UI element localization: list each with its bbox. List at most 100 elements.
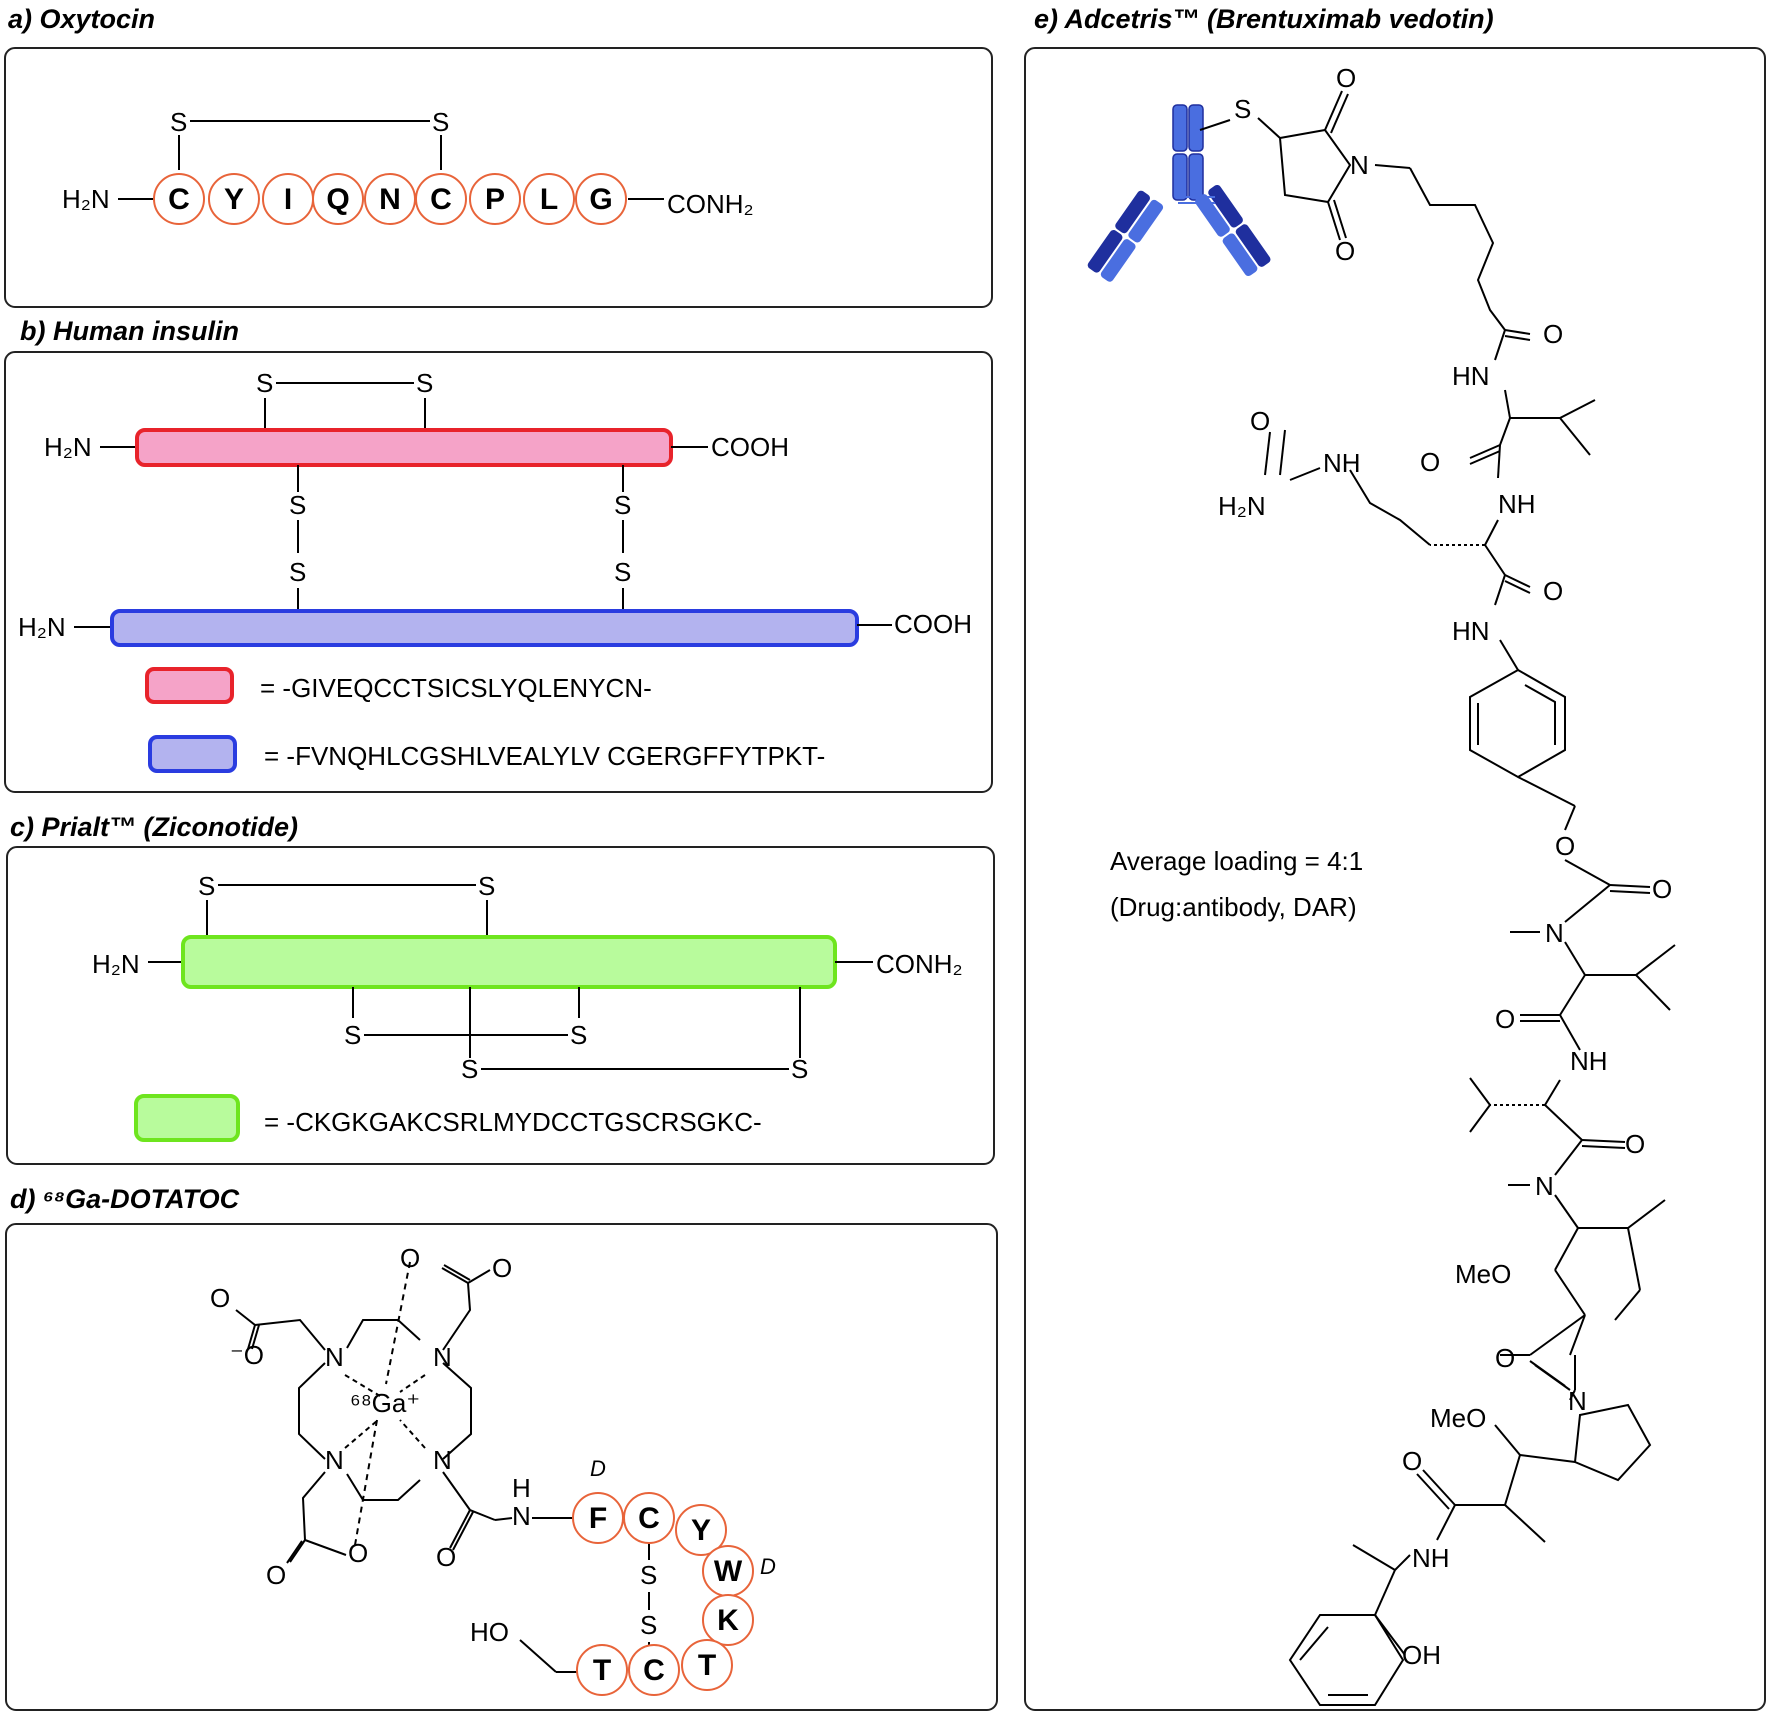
residue: L <box>540 183 558 216</box>
ziconotide-chain-bar <box>181 935 837 989</box>
sulfur-label: S <box>416 368 433 398</box>
residue: F <box>589 1502 607 1535</box>
panel-box-adcetris <box>1024 47 1766 1711</box>
c-terminus: CONH₂ <box>667 189 754 219</box>
oxygen-label: O <box>1336 63 1356 93</box>
residue: T <box>593 1654 611 1687</box>
ziconotide-sequence: = -CKGKGAKCSRLMYDCCTGSCRSGKC- <box>264 1107 762 1137</box>
antibody-icon <box>1087 104 1271 282</box>
residue: I <box>284 183 292 216</box>
anilide-nh-label: HN <box>1452 616 1490 646</box>
insulin-chain-a-bar <box>135 428 673 467</box>
sulfur-label: S <box>256 368 273 398</box>
oxygen-label: O <box>348 1538 368 1568</box>
amide-nh-label: HN <box>1452 361 1490 391</box>
residue: K <box>717 1604 739 1637</box>
sulfur-label: S <box>170 107 187 137</box>
panel-adcetris: e) Adcetris™ (Brentuximab vedotin) <box>1024 4 1766 1711</box>
sulfur-label: S <box>791 1054 808 1084</box>
sulfur-label: S <box>461 1054 478 1084</box>
residue: C <box>643 1654 665 1687</box>
urea-nh-label: NH <box>1323 448 1361 478</box>
ziconotide-legend-swatch <box>134 1094 240 1142</box>
sulfur-label: S <box>344 1020 361 1050</box>
chain-a-sequence: = -GIVEQCCTSICSLYQLENYCN- <box>260 673 652 703</box>
residue: W <box>714 1555 743 1588</box>
panel-box-prialt <box>6 846 995 1165</box>
sulfur-label: S <box>614 557 631 587</box>
residue: Y <box>224 183 244 216</box>
amide-nh-label: NH <box>1498 489 1536 519</box>
methoxy-label: MeO <box>1430 1403 1486 1433</box>
insulin-chain-b-bar <box>110 609 859 647</box>
n-terminus: H₂N <box>62 184 110 214</box>
hydroxyl-label: HO <box>470 1617 509 1647</box>
gallium-label: ⁶⁸Ga⁺ <box>350 1388 420 1418</box>
oxygen-label: O <box>266 1560 286 1590</box>
sulfur-label: S <box>570 1020 587 1050</box>
oxygen-label: O <box>1543 319 1563 349</box>
residue: Q <box>326 183 349 216</box>
residue: T <box>698 1649 716 1682</box>
c-terminus: CONH₂ <box>876 949 963 979</box>
residue: N <box>379 183 401 216</box>
panel-title-dotatoc: d) ⁶⁸Ga-DOTATOC <box>10 1184 240 1214</box>
residue: G <box>589 183 612 216</box>
sulfur-label: S <box>198 871 215 901</box>
octreotide-chain: S S D D F C Y W K T C T <box>519 1456 776 1696</box>
panel-box-insulin <box>4 351 993 793</box>
methoxy-label: MeO <box>1455 1259 1511 1289</box>
sulfur-label: S <box>640 1610 657 1640</box>
oxygen-label: O <box>1495 1004 1515 1034</box>
nitrogen-label: N <box>433 1342 452 1372</box>
d-configuration-label: D <box>760 1554 776 1579</box>
panel-box-oxytocin <box>4 47 993 308</box>
d-configuration-label: D <box>590 1456 606 1481</box>
oxygen-label: O <box>1555 831 1575 861</box>
residue: C <box>430 183 452 216</box>
hydrogen-label: H <box>512 1473 531 1503</box>
chain-a-c-terminus: COOH <box>711 432 789 462</box>
residue-chain: C Y I Q N C P L G <box>153 173 627 225</box>
oxygen-label: O <box>1420 447 1440 477</box>
panel-human-insulin: b) Human insulin S S H₂N COOH S S S S H₂… <box>4 316 993 793</box>
oxygen-label: O <box>210 1283 230 1313</box>
panel-prialt: c) Prialt™ (Ziconotide) S S H₂N CONH₂ S … <box>6 812 995 1165</box>
chain-b-legend-swatch <box>148 735 237 773</box>
sulfur-label: S <box>478 871 495 901</box>
amide-nh-label: NH <box>1570 1046 1608 1076</box>
oxygen-label: O <box>1543 576 1563 606</box>
dota-macrocycle: N N N N ⁶⁸Ga⁺ O O O ⁻O O O O N H HO <box>210 1243 575 1647</box>
nitrogen-label: N <box>325 1342 344 1372</box>
residue: P <box>485 183 505 216</box>
residue: C <box>168 183 190 216</box>
residue: C <box>638 1502 660 1535</box>
sulfur-label: S <box>1234 94 1251 124</box>
oxygen-label: O <box>492 1253 512 1283</box>
sulfur-label: S <box>289 490 306 520</box>
oxygen-label: O <box>436 1542 456 1572</box>
oxygen-label: O <box>1625 1129 1645 1159</box>
nitrogen-label: N <box>1545 918 1564 948</box>
chain-b-sequence: = -FVNQHLCGSHLVEALYLV CGERGFFYTPKT- <box>264 741 825 771</box>
chain-a-legend-swatch <box>145 667 234 704</box>
nitrogen-label: N <box>1535 1171 1554 1201</box>
sulfur-label: S <box>432 107 449 137</box>
loading-note-line2: (Drug:antibody, DAR) <box>1110 892 1357 922</box>
amide-nh-label: NH <box>1412 1543 1450 1573</box>
loading-note-line1: Average loading = 4:1 <box>1110 846 1363 876</box>
nitrogen-label: N <box>512 1501 531 1531</box>
oxygen-label: O <box>400 1243 420 1273</box>
sulfur-label: S <box>289 557 306 587</box>
residue: Y <box>691 1514 711 1547</box>
chain-a-n-terminus: H₂N <box>44 432 92 462</box>
chain-b-n-terminus: H₂N <box>18 612 66 642</box>
panel-oxytocin: a) Oxytocin S S H₂N CONH₂ C Y I Q N C P … <box>4 4 993 308</box>
oxygen-label: O <box>1402 1446 1422 1476</box>
panel-title-oxytocin: a) Oxytocin <box>8 4 155 34</box>
oxygen-label: O <box>1250 406 1270 436</box>
nitrogen-label: N <box>325 1445 344 1475</box>
oxygen-label: O <box>1495 1343 1515 1373</box>
n-terminus: H₂N <box>92 949 140 979</box>
sulfur-label: S <box>614 490 631 520</box>
